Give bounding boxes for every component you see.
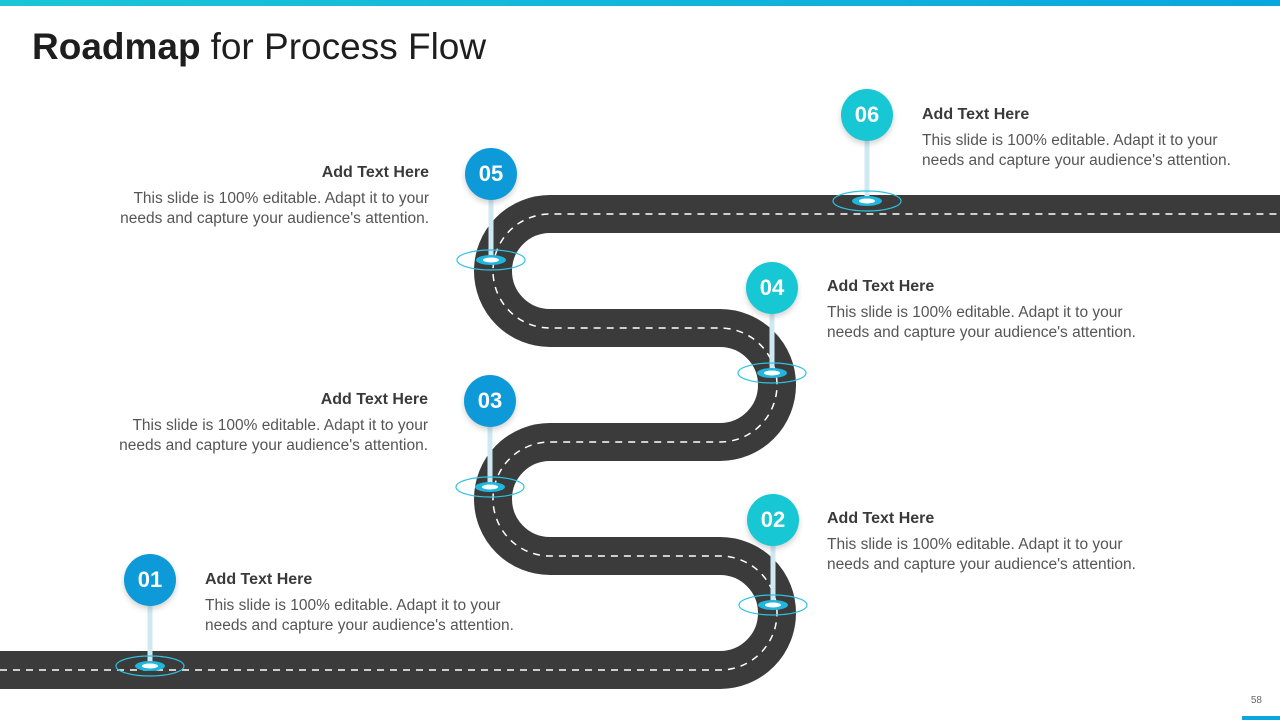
step-01-text: Add Text Here This slide is 100% editabl… — [205, 571, 535, 636]
step-03-badge: 03 — [464, 375, 516, 427]
step-03-body: This slide is 100% editable. Adapt it to… — [119, 417, 428, 454]
step-05-badge: 05 — [465, 148, 517, 200]
step-04-body: This slide is 100% editable. Adapt it to… — [827, 304, 1136, 341]
step-01-heading: Add Text Here — [205, 571, 313, 588]
step-04-badge: 04 — [746, 262, 798, 314]
pin-stems — [147, 141, 870, 664]
step-02-heading: Add Text Here — [827, 510, 935, 527]
marker-02 — [738, 594, 808, 616]
title-bold: Roadmap — [32, 26, 201, 67]
step-02-body: This slide is 100% editable. Adapt it to… — [827, 536, 1136, 573]
marker-03 — [455, 476, 525, 498]
step-06-badge: 06 — [841, 89, 893, 141]
step-05-text: Add Text Here This slide is 100% editabl… — [99, 164, 429, 229]
marker-01 — [115, 655, 185, 677]
step-02-text: Add Text Here This slide is 100% editabl… — [827, 510, 1157, 575]
step-06-heading: Add Text Here — [922, 106, 1030, 123]
marker-04 — [737, 362, 807, 384]
step-04-text: Add Text Here This slide is 100% editabl… — [827, 278, 1157, 343]
step-05-body: This slide is 100% editable. Adapt it to… — [120, 190, 429, 227]
step-01-body: This slide is 100% editable. Adapt it to… — [205, 597, 514, 634]
road-path — [0, 195, 1280, 689]
page-accent-line — [1242, 716, 1280, 720]
step-06-text: Add Text Here This slide is 100% editabl… — [922, 106, 1252, 171]
page-number: 58 — [1250, 695, 1262, 706]
step-06-body: This slide is 100% editable. Adapt it to… — [922, 132, 1231, 169]
marker-05 — [456, 249, 526, 271]
step-04-heading: Add Text Here — [827, 278, 935, 295]
step-03-text: Add Text Here This slide is 100% editabl… — [98, 391, 428, 456]
step-03-heading: Add Text Here — [320, 391, 428, 408]
road-markers — [115, 190, 902, 677]
step-05-heading: Add Text Here — [321, 164, 429, 181]
step-01-badge: 01 — [124, 554, 176, 606]
title-light: for Process Flow — [210, 26, 487, 67]
top-accent-bar — [0, 0, 1280, 6]
step-02-badge: 02 — [747, 494, 799, 546]
marker-06 — [832, 190, 902, 212]
